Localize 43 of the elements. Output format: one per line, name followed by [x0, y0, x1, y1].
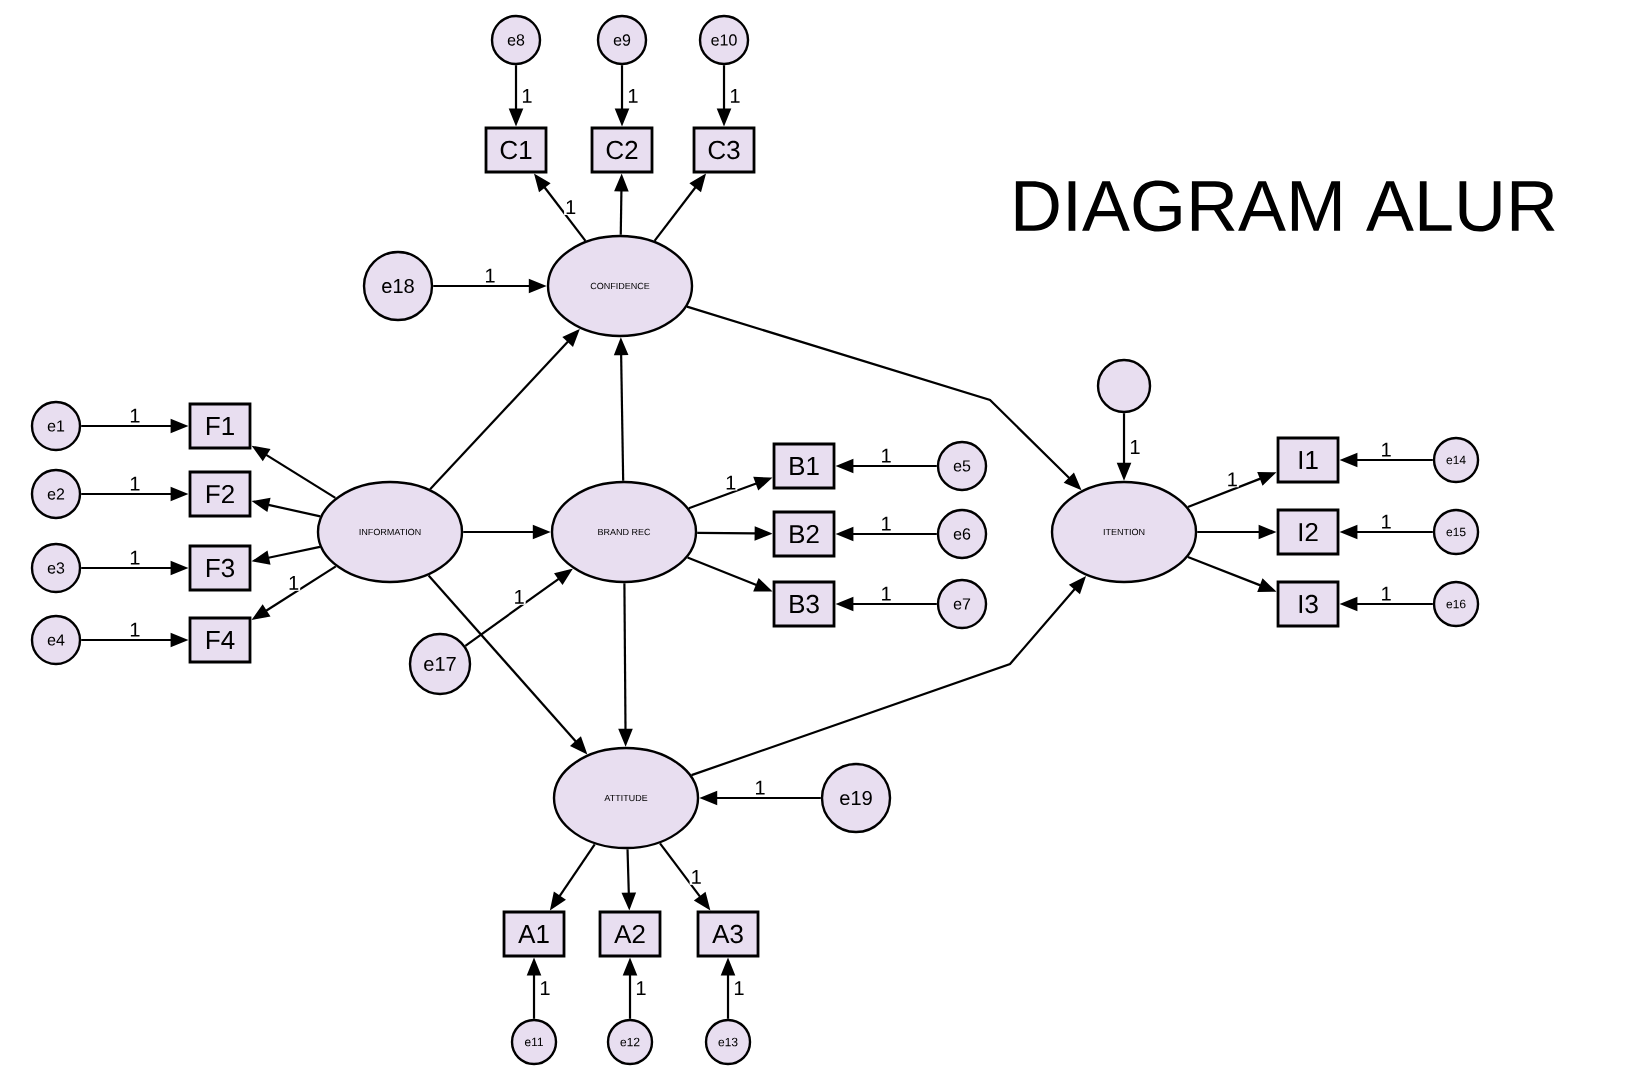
indicator-box: C2 — [590, 126, 654, 174]
indicator-box: A2 — [598, 910, 662, 958]
indicator-box: B2 — [772, 510, 836, 558]
edge-label: 1 — [689, 869, 703, 885]
edge-label: 1 — [1225, 471, 1239, 488]
edge-label: 1 — [634, 980, 648, 996]
indicator-box: A1 — [502, 910, 566, 958]
edge-label: 1 — [128, 407, 142, 424]
edge-label: 1 — [128, 475, 142, 492]
edge-label: 1 — [564, 199, 578, 215]
edge-label: 1 — [1379, 441, 1393, 458]
indicator-box: B3 — [772, 580, 836, 628]
indicator-box: F1 — [188, 402, 252, 450]
indicator-box: I3 — [1276, 580, 1340, 628]
edge-label: 1 — [128, 621, 142, 638]
edge-label: 1 — [879, 585, 893, 602]
edge-label: 1 — [538, 980, 552, 996]
indicator-box: F3 — [188, 544, 252, 592]
edge-label: 1 — [753, 779, 767, 796]
indicator-box: C1 — [484, 126, 548, 174]
indicator-box: I2 — [1276, 508, 1340, 556]
title: DIAGRAM ALUR — [1015, 180, 1555, 232]
indicator-box: C3 — [692, 126, 756, 174]
edge-label: 1 — [287, 575, 301, 591]
indicator-box: B1 — [772, 442, 836, 490]
edge-label: 1 — [520, 88, 534, 104]
indicator-box: A3 — [696, 910, 760, 958]
edge-label: 1 — [483, 267, 497, 284]
indicator-box: I1 — [1276, 436, 1340, 484]
edge-label: 1 — [512, 589, 526, 605]
edge-label: 1 — [1379, 513, 1393, 530]
edge-label: 1 — [728, 88, 742, 104]
indicator-box: F4 — [188, 616, 252, 664]
edge-label: 1 — [732, 980, 746, 996]
indicator-box: F2 — [188, 470, 252, 518]
edge-label: 1 — [879, 515, 893, 532]
edge-label: 1 — [128, 549, 142, 566]
error-circle — [1096, 358, 1152, 414]
edge-label: 1 — [626, 88, 640, 104]
edge-label: 1 — [724, 474, 738, 491]
edge-label: 1 — [879, 447, 893, 464]
edge-label: 1 — [1379, 585, 1393, 602]
edge-label: 1 — [1128, 439, 1142, 455]
